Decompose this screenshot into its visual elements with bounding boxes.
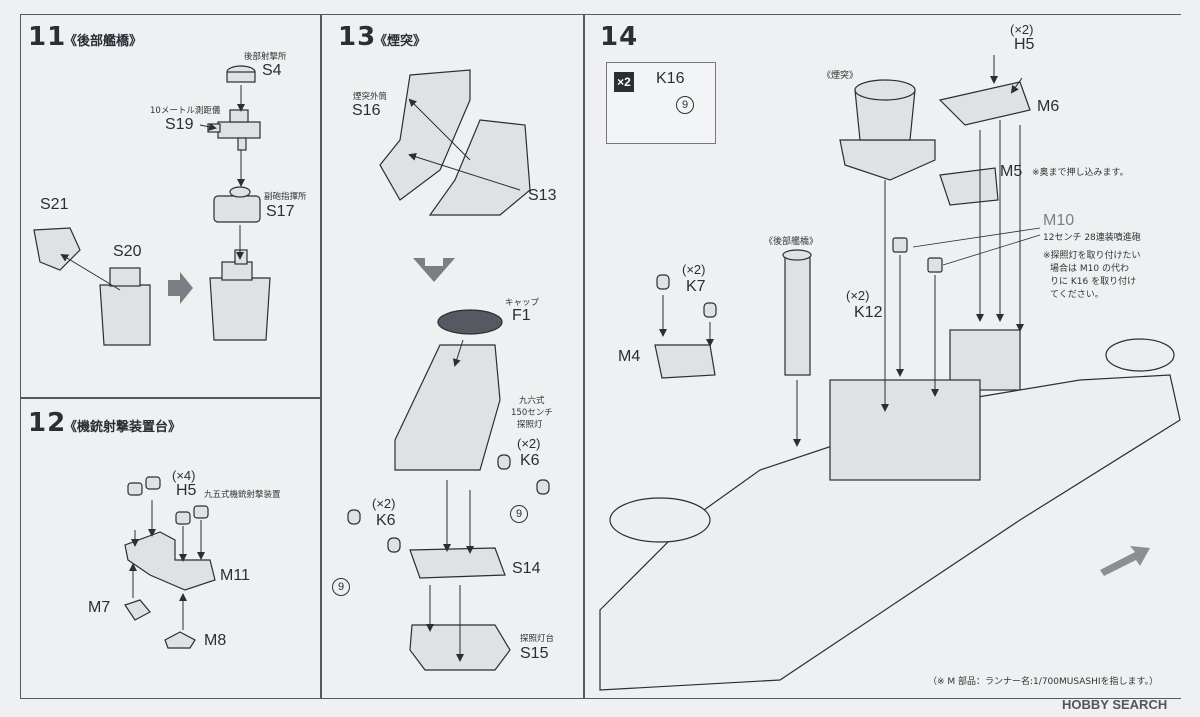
s4-note: 後部射撃所 xyxy=(244,52,287,62)
label-h5: H5 xyxy=(176,482,197,499)
s17-note: 副砲指揮所 xyxy=(264,192,307,202)
step-13-title: 《煙突》 xyxy=(374,34,427,49)
panel-step-14 xyxy=(583,14,1181,699)
part-s20-icon xyxy=(99,267,151,346)
part-m4-icon xyxy=(654,344,716,379)
part-f1-icon xyxy=(437,309,503,335)
label-m4: M4 xyxy=(618,348,641,365)
k6-right-note-1: 九六式 xyxy=(519,396,545,406)
part-k7-icon xyxy=(656,274,717,318)
step13-down-arrow-icon xyxy=(413,258,455,282)
part-m8-icon xyxy=(164,631,196,649)
rear-bridge-tower-icon xyxy=(782,249,812,376)
spotlight-note-3: りに K16 を取り付け xyxy=(1050,277,1137,287)
label-m6: M6 xyxy=(1037,98,1060,115)
label-m11: M11 xyxy=(220,567,250,584)
s16-note: 煙突外筒 xyxy=(353,92,388,102)
label-s13: S13 xyxy=(528,187,557,204)
bow-direction-arrow-icon xyxy=(1100,546,1150,576)
k6-left-multiplier: (×2) xyxy=(372,496,396,511)
spotlight-note-1: ※探照灯を取り付けたい xyxy=(1043,251,1141,261)
step-11-title: 《後部艦橋》 xyxy=(64,34,143,49)
h5-multiplier: (×4) xyxy=(172,468,196,483)
label-k12: K12 xyxy=(854,304,883,321)
step-13-number: 13 xyxy=(338,22,377,52)
label-s19: S19 xyxy=(165,116,194,133)
label-s17: S17 xyxy=(266,203,295,220)
ship-hull-icon xyxy=(599,329,1181,691)
s15-note: 探照灯台 xyxy=(520,634,555,644)
step-12-title: 《機銃射撃装置台》 xyxy=(64,420,182,435)
s19-note: 10メートル測距儀 xyxy=(150,106,221,116)
k7-multiplier: (×2) xyxy=(682,262,706,277)
part-m5-icon xyxy=(939,167,999,206)
label-k16: K16 xyxy=(656,70,685,87)
push-note: ※奥まで押し込みます。 xyxy=(1032,168,1129,178)
part-m10-icon xyxy=(892,237,943,273)
k6-right-note-2: 150センチ xyxy=(511,408,553,418)
h5-multiplier-14: (×2) xyxy=(1010,22,1034,37)
funnel-note: 《煙突》 xyxy=(822,71,859,81)
part-s16-icon xyxy=(379,69,471,201)
label-k6-right: K6 xyxy=(520,452,540,469)
watermark-logo: HOBBY SEARCH xyxy=(1062,697,1168,712)
label-m7: M7 xyxy=(88,599,111,616)
part-s14-icon xyxy=(409,547,506,579)
part-s13-icon xyxy=(428,119,531,216)
circle-9-right: 9 xyxy=(510,505,528,523)
label-s16: S16 xyxy=(352,102,381,119)
spotlight-note-2: 場合は M10 の代わ xyxy=(1050,264,1129,274)
funnel-assembly-icon xyxy=(394,344,501,471)
step-11-number: 11 xyxy=(28,22,67,52)
circle-9-left: 9 xyxy=(332,578,350,596)
rear-bridge-note: 《後部艦橋》 xyxy=(764,237,819,247)
k12-multiplier: (×2) xyxy=(846,288,870,303)
part-k6-icon xyxy=(347,454,550,553)
part-h5-icon xyxy=(127,476,209,525)
panel-step-12 xyxy=(20,397,322,699)
panel-step-13 xyxy=(320,14,585,699)
part-m6-icon xyxy=(938,81,1031,126)
label-k6-left: K6 xyxy=(376,512,396,529)
label-h5-14: H5 xyxy=(1014,36,1035,53)
runner-note: （※ M 部品：ランナー名:1/700MUSASHIを指します。） xyxy=(928,677,1159,687)
inset-multiplier-badge: ×2 xyxy=(614,72,634,92)
part-s19-icon xyxy=(207,109,261,151)
step11-flow-arrow-icon xyxy=(168,272,193,304)
label-s21: S21 xyxy=(40,196,69,213)
label-m10: M10 xyxy=(1043,212,1075,229)
spotlight-note-4: てください。 xyxy=(1050,290,1104,300)
label-m5: M5 xyxy=(1000,163,1023,180)
label-s20: S20 xyxy=(113,243,142,260)
assembled-rear-bridge-icon xyxy=(209,249,271,341)
funnel-ref-icon xyxy=(839,79,936,181)
label-m8: M8 xyxy=(204,632,227,649)
part-s4-icon xyxy=(226,65,256,83)
panel-step-11 xyxy=(20,14,322,399)
label-s15: S15 xyxy=(520,645,549,662)
step-14-number: 14 xyxy=(600,22,639,52)
part-s21-icon xyxy=(33,227,81,271)
label-s4: S4 xyxy=(262,62,282,79)
h5-note: 九五式機銃射撃装置 xyxy=(204,490,281,500)
k6-right-note-3: 探照灯 xyxy=(517,420,543,430)
part-s17-icon xyxy=(213,186,261,223)
label-k7: K7 xyxy=(686,278,706,295)
m10-note: 12センチ 28連装噴進砲 xyxy=(1043,233,1141,243)
circle-9-inset: 9 xyxy=(676,96,694,114)
part-m11-icon xyxy=(124,531,216,591)
k6-right-multiplier: (×2) xyxy=(517,436,541,451)
label-f1: F1 xyxy=(512,307,531,324)
f1-note: キャップ xyxy=(505,298,540,308)
part-m7-icon xyxy=(124,599,151,621)
label-s14: S14 xyxy=(512,560,541,577)
step-12-number: 12 xyxy=(28,408,67,438)
